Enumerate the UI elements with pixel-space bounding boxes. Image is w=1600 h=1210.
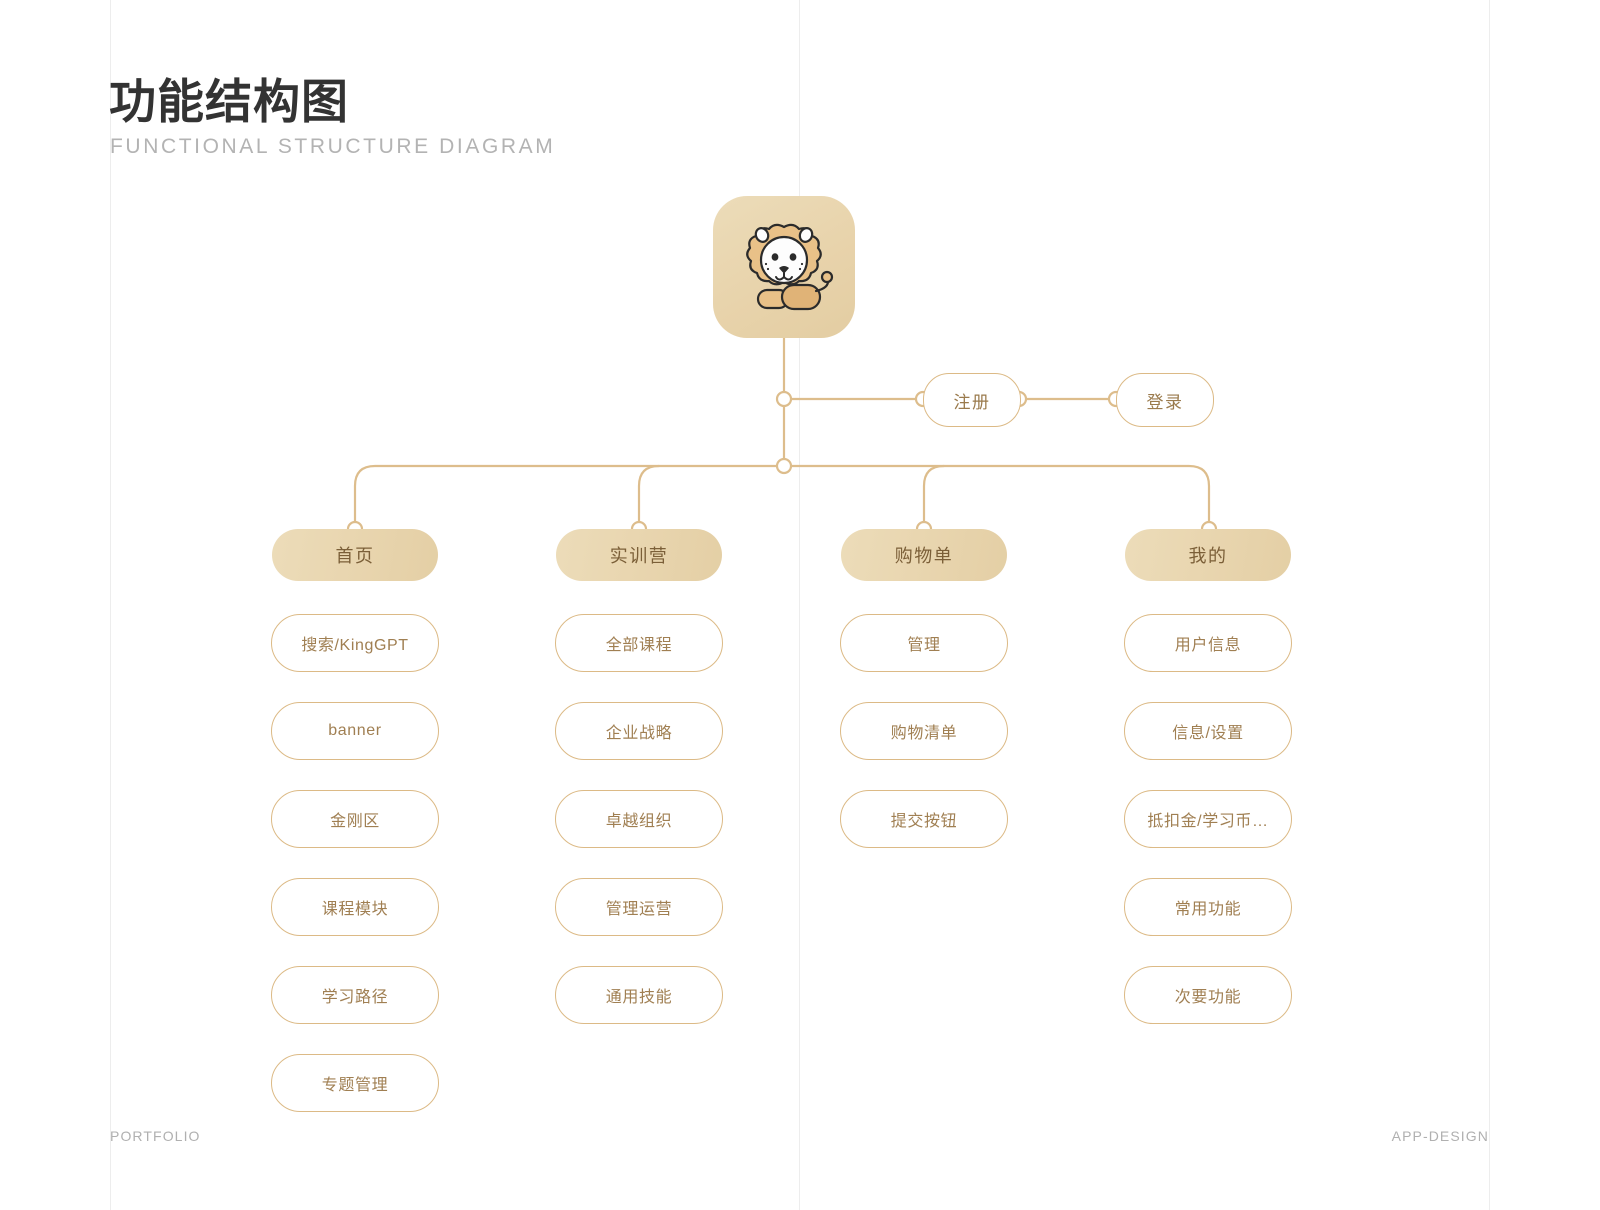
sub-node[interactable]: 用户信息 [1124, 614, 1292, 672]
category-node-shopping-list-label: 购物单 [894, 546, 954, 566]
lion-mascot-icon [746, 223, 834, 311]
sub-node[interactable]: 学习路径 [271, 966, 439, 1024]
junction-dot-auth [775, 390, 793, 408]
sub-node-label: 课程模块 [321, 901, 389, 918]
sub-node[interactable]: 管理运营 [555, 878, 723, 936]
sub-node-label: 抵扣金/学习币… [1147, 813, 1269, 830]
sub-node[interactable]: 管理 [840, 614, 1008, 672]
sub-node-label: 购物清单 [890, 725, 958, 742]
sub-node[interactable]: 卓越组织 [555, 790, 723, 848]
sub-node-label: 次要功能 [1174, 989, 1242, 1006]
sub-node[interactable]: 全部课程 [555, 614, 723, 672]
sub-node-label: 常用功能 [1174, 901, 1242, 918]
page-subtitle: FUNCTIONAL STRUCTURE DIAGRAM [110, 135, 556, 158]
guide-line-center [799, 0, 800, 1210]
sub-node[interactable]: banner [271, 702, 439, 760]
guide-line-right [1489, 0, 1490, 1210]
sub-node-label: 提交按钮 [890, 813, 958, 830]
category-drop-line-3 [922, 464, 946, 531]
sub-node[interactable]: 信息/设置 [1124, 702, 1292, 760]
sub-node-label: 管理运营 [605, 901, 673, 918]
sub-node[interactable]: 常用功能 [1124, 878, 1292, 936]
sub-node[interactable]: 抵扣金/学习币… [1124, 790, 1292, 848]
sub-node[interactable]: 搜索/KingGPT [271, 614, 439, 672]
sub-node-label: banner [328, 722, 382, 739]
category-node-home[interactable]: 首页 [272, 529, 438, 581]
page-title: 功能结构图 [109, 75, 349, 130]
sub-node[interactable]: 购物清单 [840, 702, 1008, 760]
sub-item-column-shopping-list: 管理 购物清单 提交按钮 [840, 614, 1008, 848]
footer-label-portfolio: PORTFOLIO [110, 1128, 201, 1144]
category-node-training-camp[interactable]: 实训营 [556, 529, 722, 581]
sub-node[interactable]: 次要功能 [1124, 966, 1292, 1024]
sub-node-label: 全部课程 [605, 637, 673, 654]
sub-item-column-mine: 用户信息 信息/设置 抵扣金/学习币… 常用功能 次要功能 [1124, 614, 1292, 1024]
node-register[interactable]: 注册 [923, 373, 1021, 427]
sub-node-label: 学习路径 [321, 989, 389, 1006]
page-header: 功能结构图 FUNCTIONAL STRUCTURE DIAGRAM [109, 79, 555, 159]
category-node-training-camp-label: 实训营 [609, 546, 669, 566]
guide-line-left [110, 0, 111, 1210]
sub-node-label: 搜索/KingGPT [301, 637, 409, 654]
node-login-label: 登录 [1146, 392, 1184, 412]
node-login[interactable]: 登录 [1116, 373, 1214, 427]
category-node-mine-label: 我的 [1188, 546, 1228, 566]
sub-node[interactable]: 企业战略 [555, 702, 723, 760]
sub-node[interactable]: 课程模块 [271, 878, 439, 936]
junction-dot-main [775, 457, 793, 475]
sub-node-label: 管理 [907, 637, 941, 654]
sub-node-label: 金刚区 [330, 813, 380, 830]
category-node-mine[interactable]: 我的 [1125, 529, 1291, 581]
sub-node-label: 信息/设置 [1172, 725, 1244, 742]
node-register-label: 注册 [953, 392, 991, 412]
sub-item-column-home: 搜索/KingGPT banner 金刚区 课程模块 学习路径 专题管理 [271, 614, 439, 1112]
sub-node-label: 专题管理 [321, 1077, 389, 1094]
sub-node-label: 通用技能 [605, 989, 673, 1006]
category-node-shopping-list[interactable]: 购物单 [841, 529, 1007, 581]
sub-node-label: 卓越组织 [605, 813, 673, 830]
sub-node-label: 企业战略 [605, 725, 673, 742]
sub-node-label: 用户信息 [1174, 637, 1242, 654]
sub-node[interactable]: 提交按钮 [840, 790, 1008, 848]
sub-item-column-training-camp: 全部课程 企业战略 卓越组织 管理运营 通用技能 [555, 614, 723, 1024]
category-drop-line-2 [637, 464, 661, 531]
category-node-home-label: 首页 [335, 546, 375, 566]
sub-node[interactable]: 金刚区 [271, 790, 439, 848]
category-bus-line [353, 464, 1211, 531]
sub-node[interactable]: 通用技能 [555, 966, 723, 1024]
app-logo [713, 196, 855, 338]
sub-node[interactable]: 专题管理 [271, 1054, 439, 1112]
footer-label-app-design: APP-DESIGN [1391, 1128, 1489, 1144]
